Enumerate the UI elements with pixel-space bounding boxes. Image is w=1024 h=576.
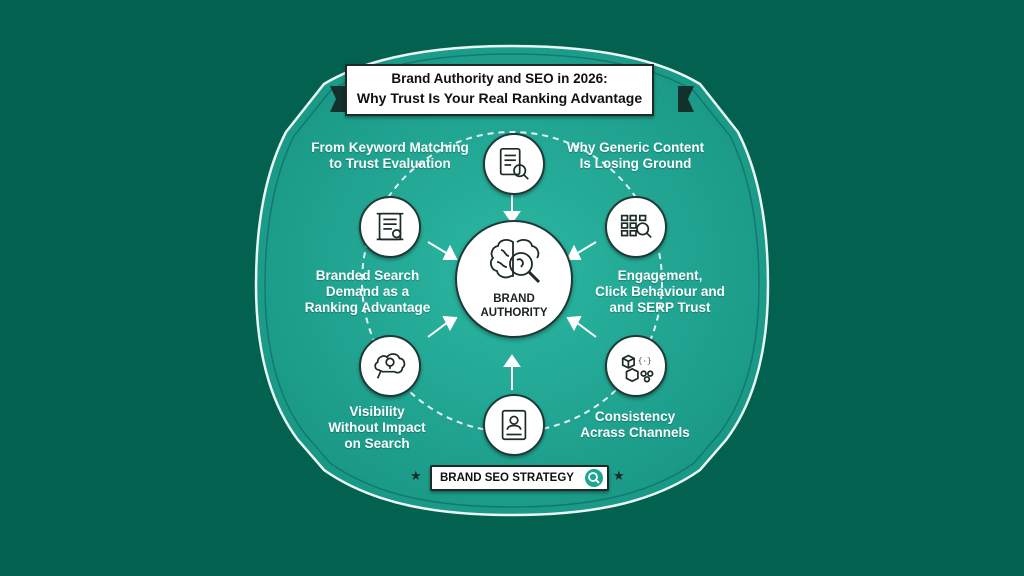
- node-top: [483, 133, 545, 195]
- center-brand-authority: BRAND AUTHORITY: [455, 220, 573, 338]
- svg-text:{·}: {·}: [638, 358, 652, 366]
- topic-line: Without Impact: [328, 420, 426, 435]
- topic-line: Branded Search: [315, 268, 420, 283]
- star-right-icon: ★: [613, 468, 625, 483]
- center-label-line-2: AUTHORITY: [480, 307, 548, 319]
- topic-line: From Keyword Matching: [311, 140, 469, 155]
- node-bottom: [483, 394, 545, 456]
- topic-line: Click Behaviour and: [595, 284, 725, 299]
- topic-line: Why Generic Content: [566, 140, 705, 155]
- topic-line: and SERP Trust: [609, 300, 711, 315]
- star-left-icon: ★: [410, 468, 422, 483]
- topic-visibility: Visibility Without Impact on Search: [322, 404, 432, 452]
- panel-inner-outline: [264, 53, 760, 508]
- topic-line: Ranking Advantage: [304, 300, 431, 315]
- topic-line: Demand as a: [325, 284, 410, 299]
- node-upper-left: [359, 196, 421, 258]
- topic-line: Visibility: [349, 404, 405, 419]
- title-line-2: Why Trust Is Your Real Ranking Advantage: [356, 90, 643, 106]
- center-label: BRAND AUTHORITY: [457, 292, 571, 320]
- topic-branded-search: Branded Search Demand as a Ranking Advan…: [295, 268, 440, 316]
- node-upper-right: [605, 196, 667, 258]
- node-lower-right: {·}: [605, 335, 667, 397]
- topic-engagement: Engagement, Click Behaviour and and SERP…: [580, 268, 740, 316]
- center-label-line-1: BRAND: [493, 293, 535, 305]
- topic-line: Engagement,: [617, 268, 703, 283]
- footer-label: BRAND SEO STRATEGY: [440, 472, 574, 484]
- topic-keyword-to-trust: From Keyword Matching to Trust Evaluatio…: [305, 140, 475, 172]
- document-search-icon: [499, 147, 529, 180]
- topic-line: Is Losing Ground: [579, 156, 692, 171]
- ribbon-right: [678, 86, 694, 112]
- brain-magnifier-icon: [490, 239, 541, 284]
- topic-consistency: Consistency Acrass Channels: [570, 409, 700, 441]
- profile-card-icon: [501, 409, 527, 441]
- topic-generic-content: Why Generic Content Is Losing Ground: [558, 140, 713, 172]
- search-icon: [585, 469, 603, 487]
- arrows: [427, 193, 597, 390]
- topic-line: Consistency: [594, 409, 676, 424]
- cubes-code-icon: {·}: [621, 354, 654, 383]
- node-lower-left: [359, 335, 421, 397]
- title-banner: Brand Authority and SEO in 2026: Why Tru…: [345, 64, 654, 116]
- topic-line: on Search: [344, 436, 410, 451]
- scroll-icon: [376, 212, 404, 241]
- data-analysis-icon: [620, 214, 652, 239]
- topic-line: Acrass Channels: [580, 425, 690, 440]
- title-line-1: Brand Authority and SEO in 2026:: [391, 71, 608, 86]
- ribbon-left: [330, 86, 346, 112]
- lightbulb-idea-icon: [374, 353, 406, 379]
- topic-line: to Trust Evaluation: [329, 156, 451, 171]
- footer-search-bar: BRAND SEO STRATEGY: [430, 465, 609, 491]
